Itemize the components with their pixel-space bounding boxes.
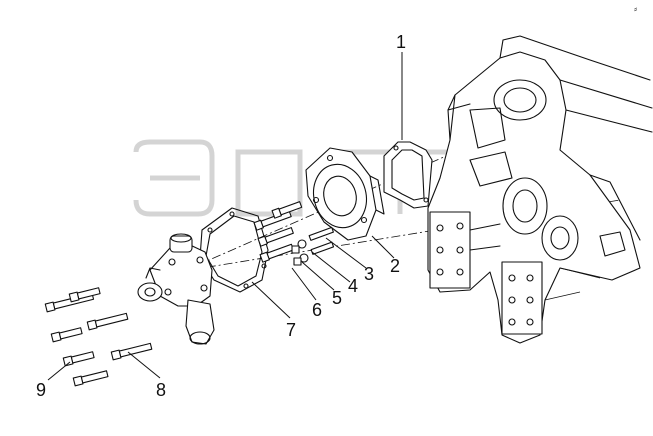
leader-lines	[47, 52, 403, 381]
callout-labels: 1 2 3 4 5 6 7 8 9 ⸗	[36, 4, 638, 400]
corner-mark: ⸗	[634, 4, 638, 15]
callout-6: 6	[312, 300, 322, 320]
callout-9: 9	[36, 380, 46, 400]
part-1-gasket	[383, 141, 433, 209]
callout-4: 4	[348, 276, 358, 296]
part-2-adapter-plate	[305, 147, 385, 241]
callout-2: 2	[390, 256, 400, 276]
callout-1: 1	[396, 32, 406, 52]
water-pump	[137, 233, 215, 345]
engine-housing	[427, 35, 653, 344]
parts-3-6-fasteners	[291, 226, 335, 266]
callout-3: 3	[364, 264, 374, 284]
callout-5: 5	[332, 288, 342, 308]
callout-8: 8	[156, 380, 166, 400]
callout-7: 7	[286, 320, 296, 340]
bolts-upper	[253, 201, 303, 263]
bolts-lower-left	[44, 287, 153, 387]
